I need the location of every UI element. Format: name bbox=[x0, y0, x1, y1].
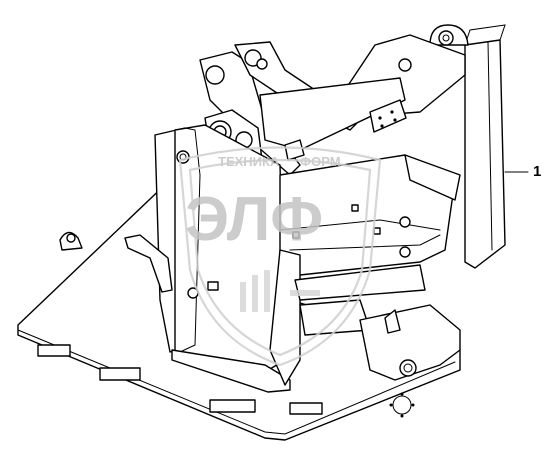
left-side-plate bbox=[124, 124, 291, 393]
watermark-top-text: ТЕХНИКА bbox=[218, 154, 280, 169]
callout-1-label: 1 bbox=[533, 163, 541, 180]
watermark-top-text-right: ФОРМ bbox=[300, 154, 341, 169]
upper-arms bbox=[199, 34, 466, 176]
watermark-main-text: ЭЛФ bbox=[185, 185, 323, 254]
lower-right-plate bbox=[359, 304, 461, 418]
callout-1: 1 bbox=[504, 163, 541, 180]
watermark: ТЕХНИКА ФОРМ ЭЛФ bbox=[178, 146, 382, 367]
right-column bbox=[429, 24, 506, 269]
